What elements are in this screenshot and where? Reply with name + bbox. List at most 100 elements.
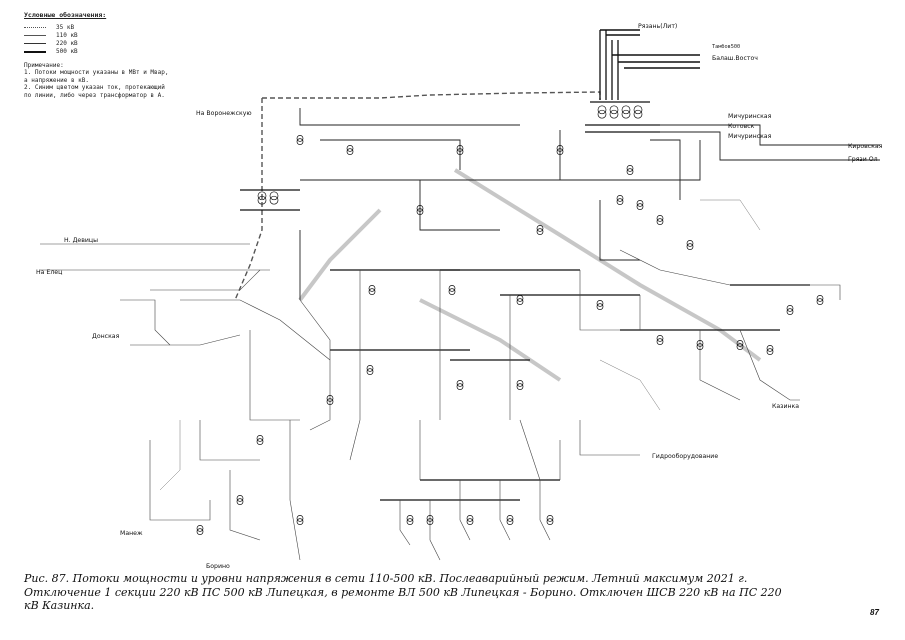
transformer-winding <box>296 518 304 526</box>
transformer-winding <box>466 514 474 522</box>
transformer-winding <box>766 348 774 355</box>
transformer-winding <box>516 380 524 387</box>
transformer-winding <box>456 148 464 155</box>
transformer-winding <box>516 298 524 305</box>
transformer-winding <box>516 383 524 390</box>
transformer-winding <box>366 365 374 372</box>
external-connection-label: На Елец <box>36 269 62 276</box>
transformer-symbol <box>236 495 244 505</box>
transformer-winding <box>448 288 456 295</box>
transformer-symbol <box>257 191 267 205</box>
transformer-symbol <box>366 365 374 375</box>
figure-caption: Рис. 87. Потоки мощности и уровни напряж… <box>24 572 782 612</box>
transformer-winding <box>609 109 619 119</box>
line-110kv <box>299 299 331 431</box>
transformer-winding <box>546 518 554 526</box>
transformer-symbol <box>621 105 631 119</box>
line-220kv <box>320 139 461 170</box>
transformer-symbol <box>636 200 644 210</box>
transformer-winding <box>786 308 794 315</box>
transformer-winding <box>196 528 204 536</box>
legend-note: по линии, либо через трансформатор в А. <box>24 91 165 99</box>
transformer-symbol <box>609 105 619 119</box>
line-110kv <box>739 329 800 401</box>
transformer-winding <box>346 148 354 155</box>
line-110kv <box>349 270 361 461</box>
transformer-winding <box>466 518 474 526</box>
external-connection-label: Н. Девицы <box>64 237 98 244</box>
legend-line-500 <box>24 50 46 53</box>
external-connection-label: Мичуринская <box>728 113 772 120</box>
line-500kv-corridor <box>234 98 263 301</box>
transformer-symbol <box>633 105 643 119</box>
transformer-winding <box>516 295 524 302</box>
line-110kv <box>579 420 640 456</box>
legend-label-220: 220 кВ <box>56 39 78 47</box>
transformer-winding <box>626 168 634 175</box>
transformer-symbol <box>816 295 824 305</box>
line-110kv <box>619 249 731 286</box>
transformer-winding <box>456 383 464 390</box>
transformer-winding <box>256 438 264 445</box>
highlight-line <box>298 208 382 302</box>
legend-row-220: 220 кВ <box>24 40 169 48</box>
line-110kv <box>149 440 211 521</box>
transformer-winding <box>296 138 304 145</box>
transformer-winding <box>269 195 279 205</box>
external-connection-label: Грязи Ол <box>848 156 878 163</box>
highlight-line <box>419 298 562 382</box>
line-110kv <box>579 270 620 331</box>
transformer-winding <box>366 368 374 375</box>
line-110kv <box>180 299 331 361</box>
legend-row-110: 110 кВ <box>24 32 169 40</box>
line-35kv <box>159 420 181 491</box>
legend-note: 2. Синим цветом указан ток, протекающий <box>24 84 165 91</box>
line-220kv <box>300 130 561 181</box>
transformer-winding <box>236 495 244 502</box>
transformer-winding <box>656 338 664 345</box>
transformer-symbol <box>269 191 279 205</box>
line-110kv <box>120 299 171 346</box>
transformer-winding <box>609 105 619 115</box>
external-connection-label: Мичуринская <box>728 133 772 140</box>
transformer-winding <box>546 514 554 522</box>
line-220kv <box>560 140 701 181</box>
transformer-winding <box>368 288 376 295</box>
transformer-winding <box>536 228 544 235</box>
transformer-symbol <box>656 215 664 225</box>
transformer-winding <box>816 298 824 305</box>
line-500kv-corridor <box>262 91 601 100</box>
transformer-winding <box>296 514 304 522</box>
line-35kv <box>599 359 661 411</box>
line-110kv <box>130 334 241 346</box>
line-110kv <box>499 480 511 541</box>
line-220kv <box>419 180 500 231</box>
external-connection-label: Борино <box>206 563 230 570</box>
transformer-winding <box>636 200 644 207</box>
transformer-winding <box>556 148 564 155</box>
line-110kv <box>429 500 441 561</box>
transformer-winding <box>426 518 434 526</box>
transformer-winding <box>406 518 414 526</box>
transformer-winding <box>456 380 464 387</box>
transformer-winding <box>269 191 279 201</box>
line-110kv <box>519 419 541 481</box>
external-connection-label: Тамбов500 <box>712 43 740 50</box>
external-connection-label: Балаш.Восточ <box>712 55 758 62</box>
transformer-symbol <box>736 340 744 350</box>
transformer-winding <box>621 109 631 119</box>
transformer-winding <box>456 145 464 152</box>
transformer-symbol <box>506 514 514 526</box>
transformer-symbol <box>406 514 414 526</box>
transformer-symbol <box>516 295 524 305</box>
transformer-symbol <box>448 285 456 295</box>
transformer-winding <box>616 195 624 202</box>
transformer-symbol <box>626 165 634 175</box>
transformer-symbol <box>596 300 604 310</box>
page-number: 87 <box>870 608 879 617</box>
transformer-winding <box>656 215 664 222</box>
legend-row-500: 500 кВ <box>24 48 169 56</box>
line-110kv <box>199 420 260 461</box>
transformer-symbol <box>686 240 694 250</box>
